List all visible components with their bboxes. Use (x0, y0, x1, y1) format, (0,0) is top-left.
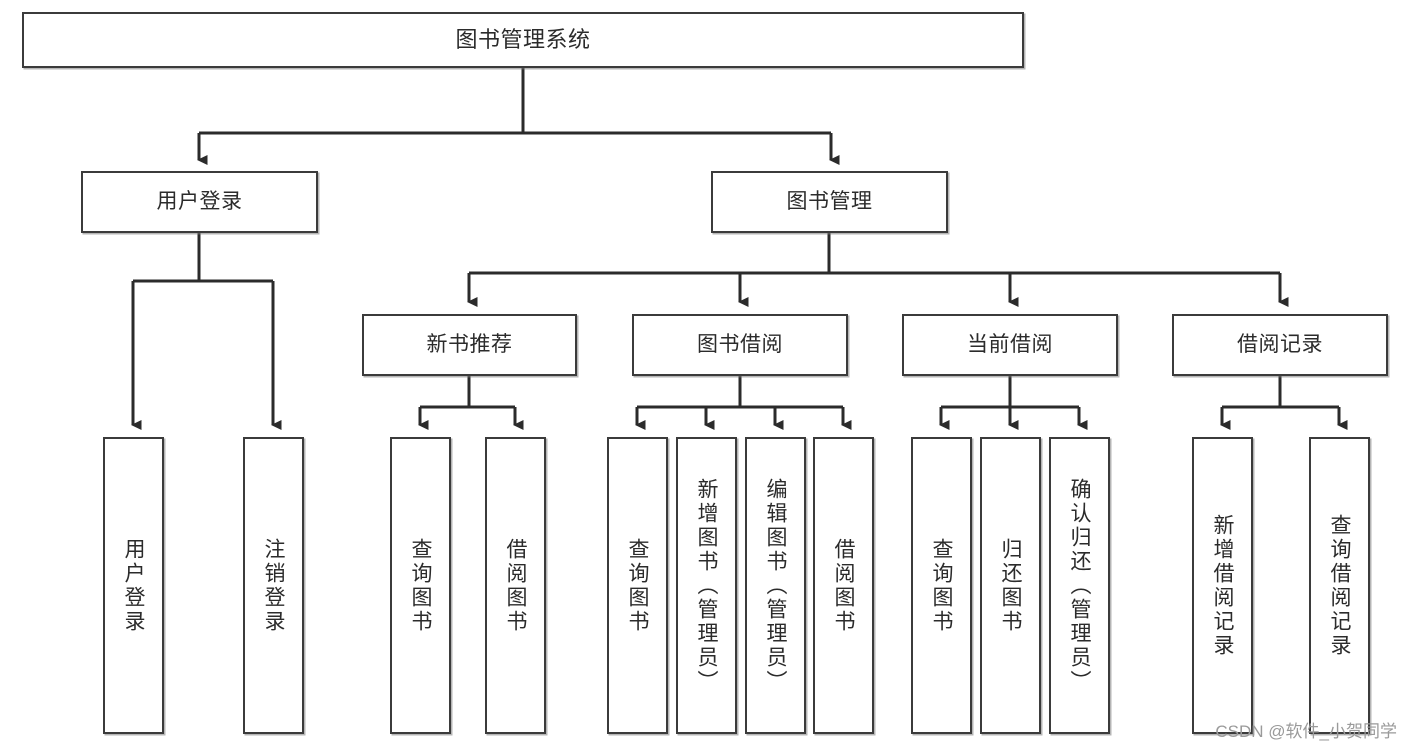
leaf-return-book-label: 归还图书 (999, 537, 1022, 634)
node-book-borrow[interactable]: 图书借阅 (632, 314, 848, 376)
leaf-query-book-2-label: 查询图书 (626, 537, 649, 634)
leaf-add-record[interactable]: 新增借阅记录 (1192, 437, 1253, 734)
leaf-borrow-book-2[interactable]: 借阅图书 (813, 437, 874, 734)
leaf-edit-book-label: 编辑图书（管理员） (764, 477, 787, 694)
node-current-borrow-label: 当前借阅 (967, 333, 1053, 357)
leaf-logout-login-label: 注销登录 (262, 537, 285, 634)
leaf-query-book-1-label: 查询图书 (409, 537, 432, 634)
leaf-query-record[interactable]: 查询借阅记录 (1309, 437, 1370, 734)
node-book-management-label: 图书管理 (786, 190, 873, 214)
leaf-add-book-label: 新增图书（管理员） (695, 477, 718, 694)
leaf-logout-login[interactable]: 注销登录 (243, 437, 304, 734)
node-book-borrow-label: 图书借阅 (697, 333, 783, 357)
leaf-borrow-book-1-label: 借阅图书 (504, 537, 527, 634)
leaf-borrow-book-2-label: 借阅图书 (832, 537, 855, 634)
leaf-query-book-1[interactable]: 查询图书 (390, 437, 451, 734)
node-current-borrow[interactable]: 当前借阅 (902, 314, 1118, 376)
leaf-query-book-2[interactable]: 查询图书 (607, 437, 668, 734)
leaf-query-book-3-label: 查询图书 (930, 537, 953, 634)
leaf-add-record-label: 新增借阅记录 (1211, 513, 1234, 658)
node-root[interactable]: 图书管理系统 (22, 12, 1024, 68)
leaf-add-book[interactable]: 新增图书（管理员） (676, 437, 737, 734)
node-borrow-record-label: 借阅记录 (1237, 333, 1323, 357)
leaf-return-book[interactable]: 归还图书 (980, 437, 1041, 734)
leaf-query-book-3[interactable]: 查询图书 (911, 437, 972, 734)
leaf-borrow-book-1[interactable]: 借阅图书 (485, 437, 546, 734)
node-new-book-recommend-label: 新书推荐 (426, 333, 513, 357)
node-borrow-record[interactable]: 借阅记录 (1172, 314, 1388, 376)
node-root-label: 图书管理系统 (455, 26, 591, 52)
leaf-confirm-return-label: 确认归还（管理员） (1068, 477, 1091, 694)
leaf-user-login[interactable]: 用户登录 (103, 437, 164, 734)
node-book-management[interactable]: 图书管理 (711, 171, 948, 233)
node-new-book-recommend[interactable]: 新书推荐 (362, 314, 577, 376)
node-user-login-label: 用户登录 (156, 190, 243, 214)
leaf-query-record-label: 查询借阅记录 (1328, 513, 1351, 658)
leaf-user-login-label: 用户登录 (122, 537, 145, 634)
node-user-login[interactable]: 用户登录 (81, 171, 318, 233)
leaf-confirm-return[interactable]: 确认归还（管理员） (1049, 437, 1110, 734)
leaf-edit-book[interactable]: 编辑图书（管理员） (745, 437, 806, 734)
